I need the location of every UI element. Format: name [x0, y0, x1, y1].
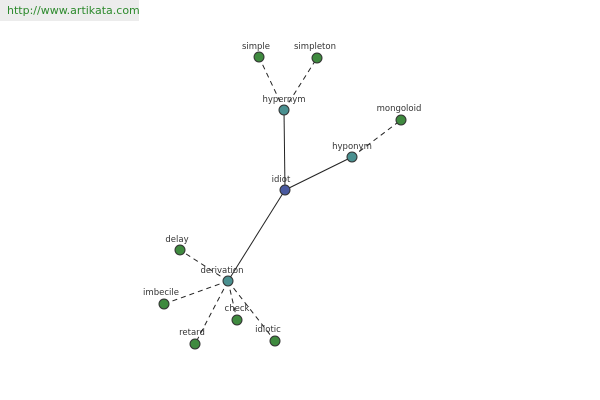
node-mongoloid[interactable] — [395, 114, 407, 126]
edge-derivation-retard — [194, 280, 229, 345]
node-simple[interactable] — [253, 51, 265, 63]
node-simple-label: simple — [242, 42, 270, 52]
edge-hypernym-simpleton — [283, 57, 318, 111]
node-simpleton-label: simpleton — [294, 42, 336, 52]
node-simpleton[interactable] — [311, 52, 323, 64]
node-hypernym-label: hypernym — [262, 95, 305, 105]
edge-hypernym-simple — [258, 56, 285, 111]
node-idiot-label: idiot — [272, 175, 291, 185]
node-imbecile-label: imbecile — [143, 288, 179, 298]
node-derivation[interactable] — [222, 275, 234, 287]
node-idiot[interactable] — [279, 184, 291, 196]
edge-derivation-check — [227, 280, 238, 321]
edge-derivation-idiotic — [227, 280, 276, 342]
edge-derivation-imbecile — [163, 280, 229, 305]
edge-idiot-derivation — [227, 189, 286, 282]
site-url-bar: http://www.artikata.com — [0, 0, 140, 21]
edge-derivation-delay — [179, 249, 229, 282]
node-mongoloid-label: mongoloid — [377, 104, 422, 114]
edge-idiot-hyponym — [284, 156, 353, 191]
node-delay[interactable] — [174, 244, 186, 256]
node-check[interactable] — [231, 314, 243, 326]
node-retard[interactable] — [189, 338, 201, 350]
node-hypernym[interactable] — [278, 104, 290, 116]
node-hyponym[interactable] — [346, 151, 358, 163]
node-delay-label: delay — [165, 235, 188, 245]
node-idiotic-label: idiotic — [255, 325, 281, 335]
node-hyponym-label: hyponym — [332, 142, 372, 152]
node-idiotic[interactable] — [269, 335, 281, 347]
node-check-label: check — [225, 304, 250, 314]
edge-idiot-hypernym — [283, 109, 286, 191]
node-derivation-label: derivation — [200, 266, 243, 276]
edge-hyponym-mongoloid — [351, 119, 402, 158]
node-retard-label: retard — [179, 328, 205, 338]
site-url-link[interactable]: http://www.artikata.com — [7, 4, 140, 17]
node-imbecile[interactable] — [158, 298, 170, 310]
